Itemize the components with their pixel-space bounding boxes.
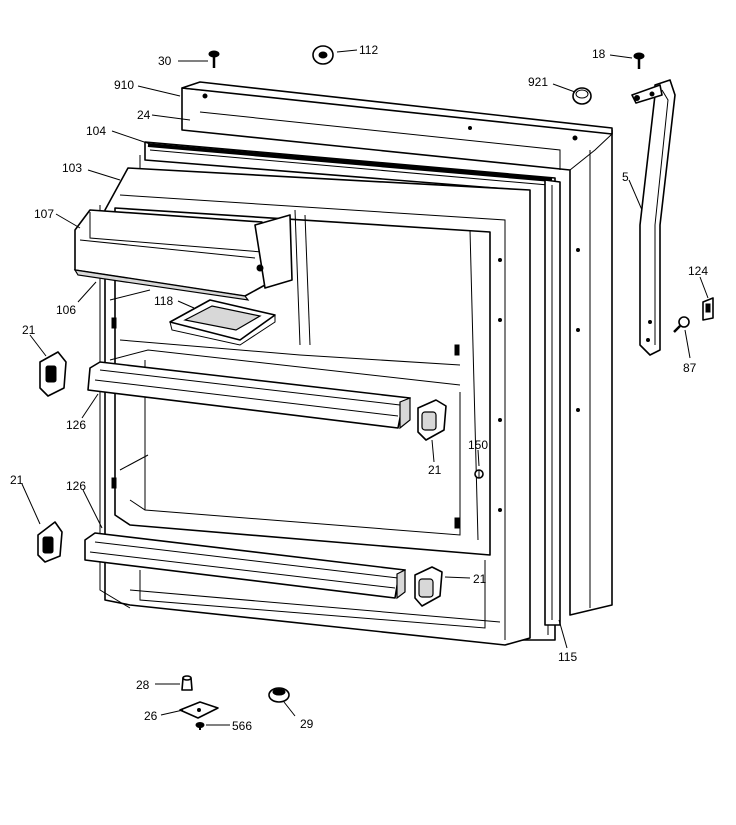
dairy-compartment-door (73, 209, 293, 301)
plug-112 (312, 45, 334, 65)
screw-18 (633, 52, 645, 69)
door-handle (631, 79, 676, 356)
callout-21-lower-left: 21 (10, 473, 24, 487)
callout-21-upper-left: 21 (22, 323, 36, 337)
callout-18: 18 (592, 47, 606, 61)
callout-30: 30 (158, 54, 172, 68)
lower-shelf-rail (84, 532, 406, 600)
bracket-26 (179, 701, 219, 719)
plug-921 (572, 87, 592, 105)
callout-21-lower-right: 21 (473, 572, 487, 586)
callout-87: 87 (683, 361, 697, 375)
callout-104: 104 (86, 124, 106, 138)
callout-26: 26 (144, 709, 158, 723)
callout-118: 118 (154, 294, 173, 308)
pin-28 (181, 675, 193, 691)
callout-28: 28 (136, 678, 150, 692)
callout-103: 103 (62, 161, 82, 175)
callout-24: 24 (137, 108, 151, 122)
callout-106: 106 (56, 303, 76, 317)
outer-door-panel (181, 81, 613, 616)
screw-566 (195, 722, 205, 730)
callout-115: 115 (558, 650, 577, 664)
butter-dish (169, 299, 276, 346)
callout-107: 107 (34, 207, 54, 221)
callout-labels: 30 112 18 910 921 24 104 103 5 107 124 1… (10, 43, 708, 733)
screw-87 (673, 316, 690, 333)
callout-29: 29 (300, 717, 314, 731)
callout-910: 910 (114, 78, 134, 92)
callout-566: 566 (232, 719, 252, 733)
rail-end-cap-left-lower (37, 521, 63, 563)
rail-end-cap-right-lower (414, 566, 443, 607)
callout-5: 5 (622, 170, 629, 184)
callout-124: 124 (688, 264, 708, 278)
clip-124 (702, 297, 714, 321)
callout-112: 112 (359, 43, 378, 57)
rail-end-cap-right-upper (417, 399, 447, 441)
callout-126-lower: 126 (66, 479, 86, 493)
callout-150: 150 (468, 438, 488, 452)
stop-150 (474, 469, 484, 479)
rail-end-cap-left-upper (39, 351, 67, 397)
hinge-bushing-29 (268, 687, 290, 703)
callout-21-upper-right: 21 (428, 463, 442, 477)
callout-921: 921 (528, 75, 548, 89)
callout-126-upper: 126 (66, 418, 86, 432)
screw-30 (208, 50, 220, 68)
upper-shelf-rail (87, 361, 411, 430)
leader-lines (21, 49, 709, 726)
door-trim-strip (544, 179, 561, 626)
